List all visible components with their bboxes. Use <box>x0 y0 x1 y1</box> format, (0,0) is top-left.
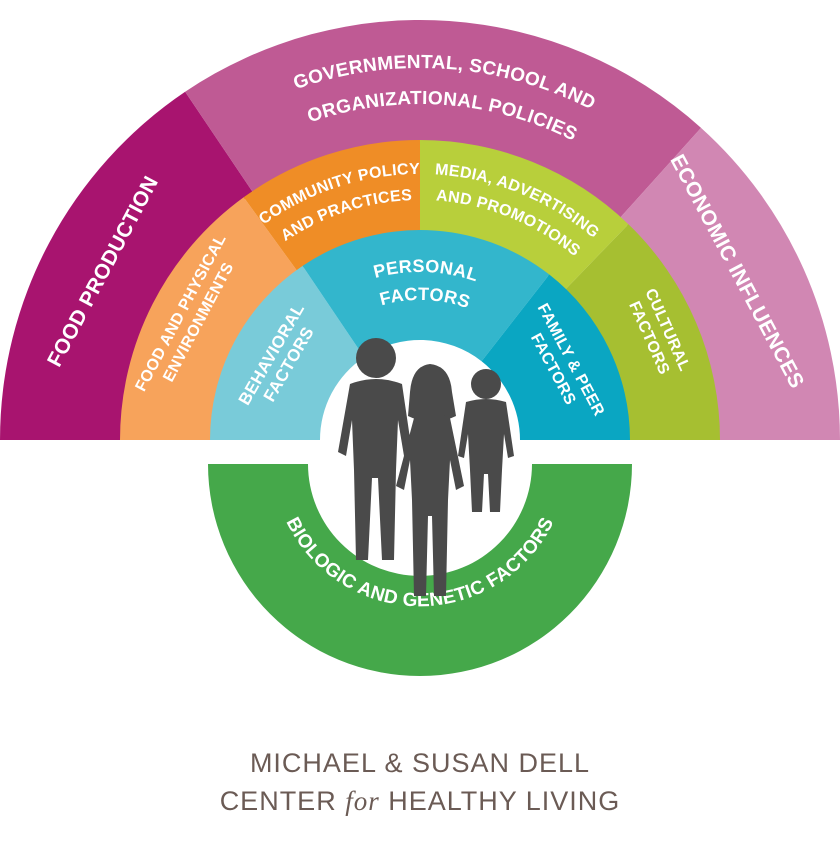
segment-food-physical-environments <box>120 197 298 440</box>
segment-community-policy <box>243 140 420 272</box>
segment-family-peer-factors <box>481 274 630 440</box>
child-silhouette <box>458 369 514 512</box>
segment-economic-influences <box>619 127 840 440</box>
segment-governmental-policies <box>185 19 702 219</box>
segment-biologic-genetic <box>208 464 632 676</box>
segment-food-production <box>0 91 254 440</box>
adult-female-silhouette <box>396 364 464 596</box>
segment-cultural-factors <box>564 224 720 440</box>
adult-male-silhouette <box>338 338 412 560</box>
segment-media-advertising <box>420 140 629 291</box>
segment-personal-factors <box>302 230 550 362</box>
factors-diagram: FOOD PRODUCTION ECONOMIC INFLUENCES FOOD… <box>0 19 840 676</box>
brand-name-line2: CENTER for HEALTHY LIVING <box>219 786 621 816</box>
family-silhouette <box>338 338 514 596</box>
brand-name-line1: MICHAEL & SUSAN DELL <box>249 748 591 778</box>
segment-behavioral-factors <box>210 265 365 440</box>
